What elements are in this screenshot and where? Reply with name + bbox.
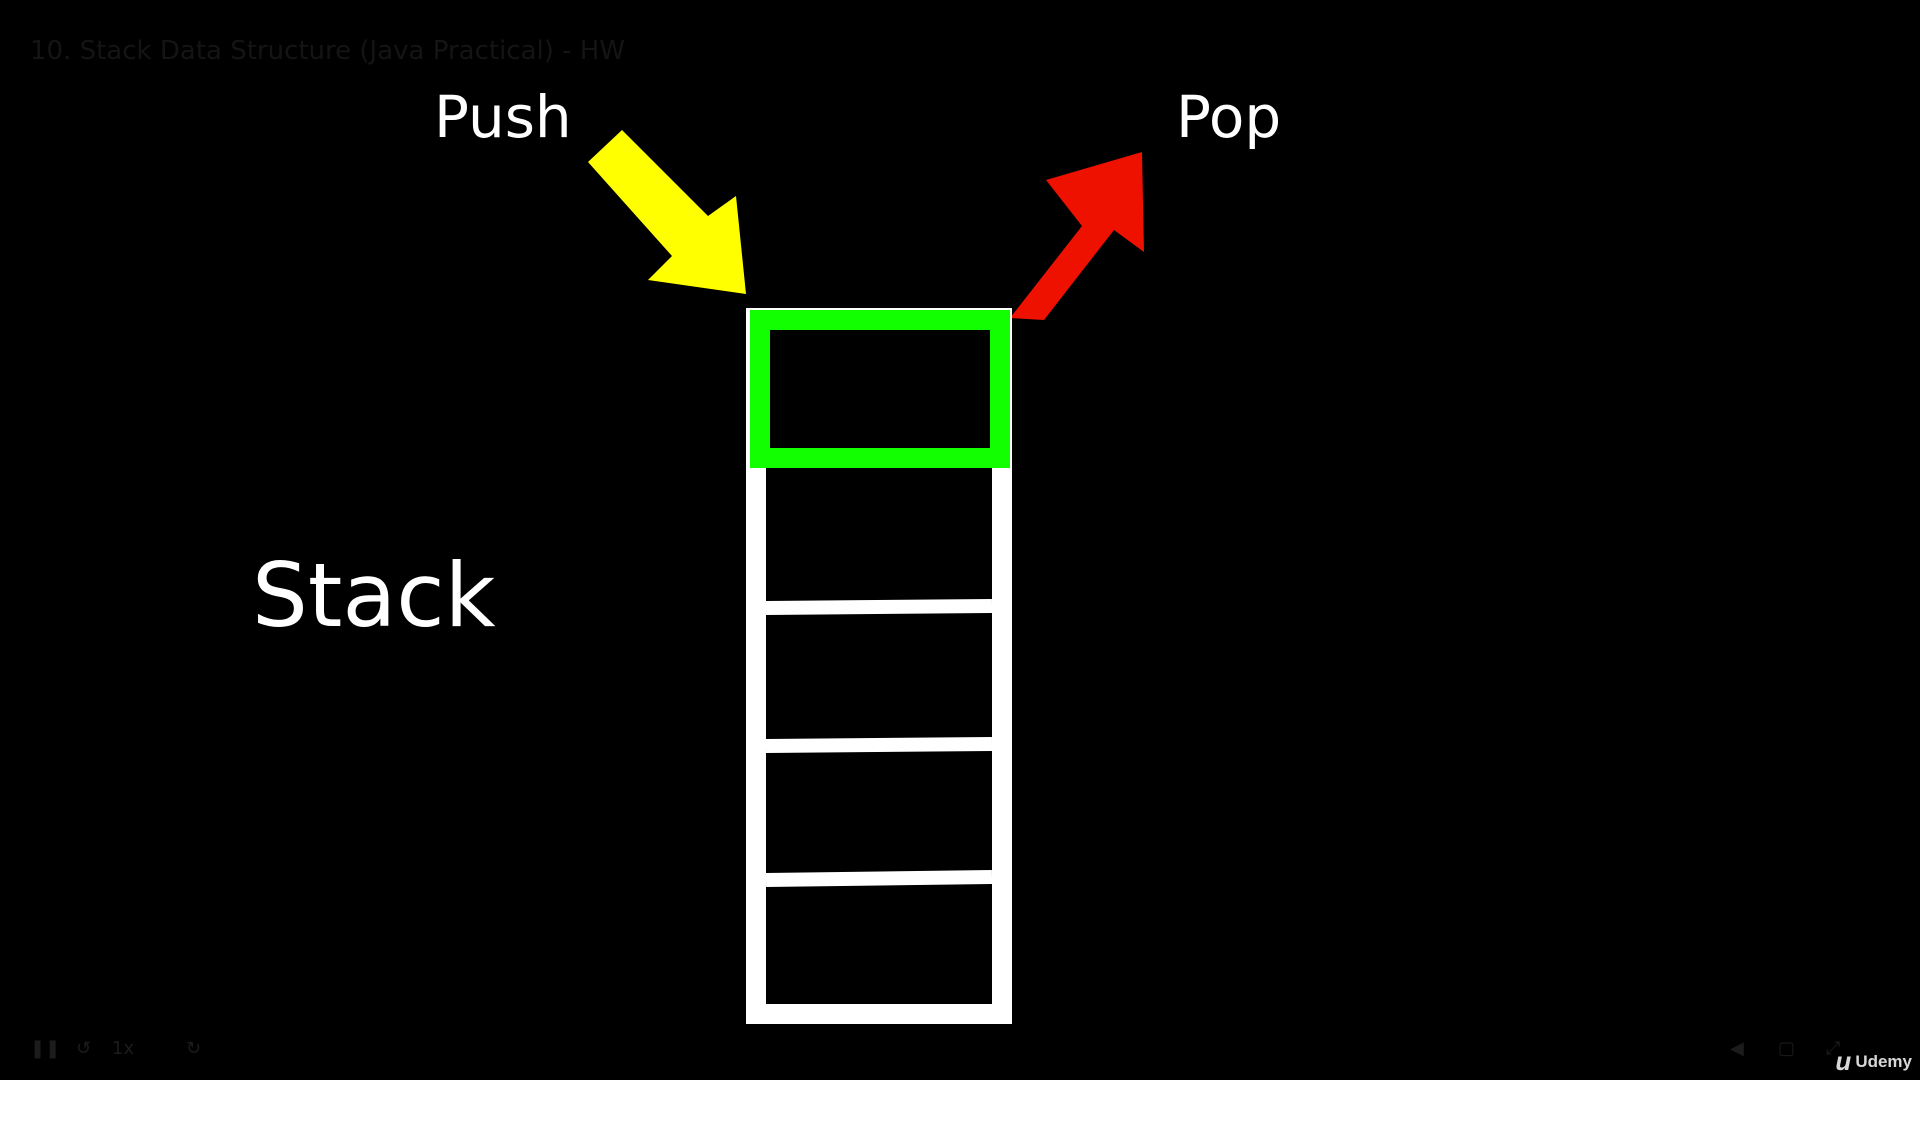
udemy-u-icon: u [1835,1046,1852,1076]
rewind-icon[interactable]: ↺ [76,1038,92,1059]
brand-text: Udemy [1855,1052,1912,1071]
video-player[interactable]: 10. Stack Data Structure (Java Practical… [0,0,1920,1080]
stack-divider [765,599,993,615]
player-controls: ❚❚ ↺ 1x ↻ ◀ ▢ ⤢ [0,1020,1920,1080]
push-label: Push [434,83,572,151]
stack-label: Stack [252,544,496,647]
fullscreen-icon[interactable]: ⤢ [1826,1038,1841,1059]
stack-top-slot [750,310,1010,468]
speed-button[interactable]: 1x [112,1038,135,1059]
forward-icon[interactable]: ↻ [186,1038,202,1059]
captions-icon[interactable]: ▢ [1778,1038,1796,1059]
pop-arrow [1010,152,1144,320]
pause-icon[interactable]: ❚❚ [30,1038,61,1059]
stack-divider [765,737,993,753]
pop-label: Pop [1176,83,1282,151]
push-arrow [588,130,746,294]
stack-diagram [588,130,1144,1024]
volume-icon[interactable]: ◀ [1730,1038,1744,1059]
stack-container [746,308,1012,1024]
stack-divider [765,870,993,887]
video-title: 10. Stack Data Structure (Java Practical… [30,36,626,66]
